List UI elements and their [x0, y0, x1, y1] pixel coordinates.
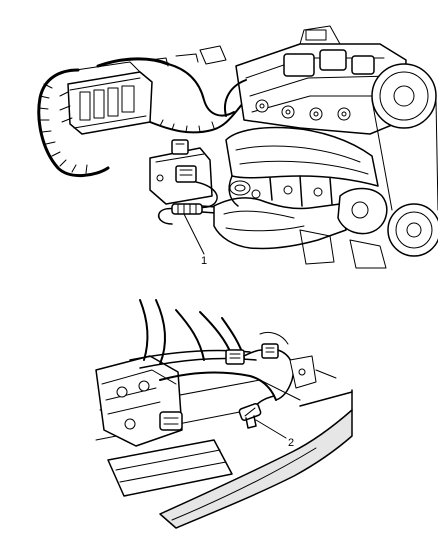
harness-connectors: [225, 331, 294, 401]
upper-engine-view: 1: [37, 25, 438, 269]
lower-underbody-view: 2: [95, 299, 353, 529]
callout-2-label: 2: [288, 437, 294, 449]
callout-2: 2: [255, 419, 294, 449]
mounting-bracket: [149, 139, 213, 205]
engine-intake-assembly: [224, 25, 407, 135]
exhaust-manifold: [213, 126, 379, 250]
exhaust-pipe: [159, 389, 353, 529]
transmission-housing: [95, 355, 183, 447]
upper-frame-rail: [149, 45, 227, 67]
right-bracket: [289, 355, 337, 389]
wire-harness-loop: [37, 57, 247, 177]
engine-control-module: [59, 61, 153, 135]
accessory-pulleys: [299, 63, 438, 269]
oxygen-sensor-2: [238, 395, 275, 429]
callout-1: 1: [183, 213, 207, 267]
callout-1-label: 1: [201, 255, 207, 267]
